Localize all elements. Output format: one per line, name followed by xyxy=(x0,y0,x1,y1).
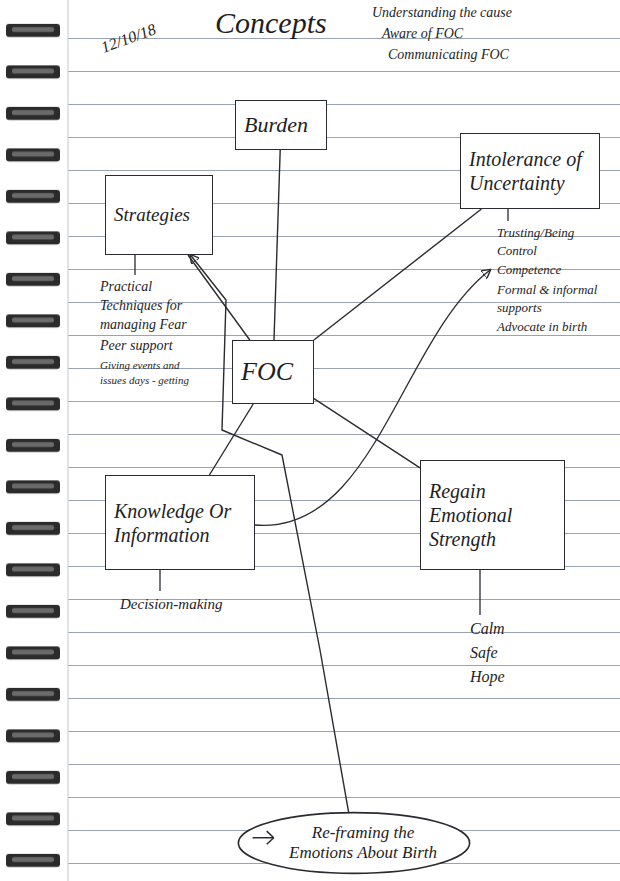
note-text: Peer support xyxy=(100,337,200,356)
node-text: Burden xyxy=(244,112,318,138)
leader-line xyxy=(134,255,135,275)
node-text: Knowledge Or Information xyxy=(114,499,246,547)
note-text: Trusting/Being Control xyxy=(497,224,613,259)
node-text: Strategies xyxy=(114,204,204,227)
spiral-binding xyxy=(0,0,66,881)
oval-node: Re-framing the Emotions About Birth xyxy=(236,810,472,876)
note-text: Formal & informal supports xyxy=(497,281,613,316)
arrow-symbol xyxy=(267,831,274,838)
node-text: FOC xyxy=(241,356,305,387)
note-text: Giving events and issues days - getting xyxy=(100,358,205,388)
concept-box: Regain Emotional Strength xyxy=(420,460,565,570)
note-text: Understanding the cause xyxy=(372,4,612,23)
connector xyxy=(188,255,250,340)
concept-box: Strategies xyxy=(105,175,213,255)
concept-box: Burden xyxy=(235,100,327,150)
note-text: Decision-making xyxy=(120,594,250,614)
arrow-symbol xyxy=(267,838,274,845)
note-text: Aware of FOC xyxy=(382,25,612,44)
margin-line xyxy=(68,0,69,881)
leader-line xyxy=(507,209,508,221)
note-text: Competence xyxy=(497,261,613,279)
ruled-lines xyxy=(68,38,620,881)
note-text: Calm xyxy=(470,618,560,640)
note-text: Practical Techniques for managing Fear xyxy=(100,278,200,335)
node-text: Regain Emotional Strength xyxy=(429,479,556,551)
oval-shape xyxy=(238,813,469,874)
note-text: Advocate in birth xyxy=(497,318,613,336)
concept-box: Intolerance of Uncertainty xyxy=(460,133,600,209)
arrow-symbol xyxy=(253,837,274,839)
connector xyxy=(274,150,280,340)
node-text: Re-framing the Emotions About Birth xyxy=(280,823,446,864)
note-text: Communicating FOC xyxy=(388,46,614,65)
connector xyxy=(209,404,253,475)
node-text: Intolerance of Uncertainty xyxy=(469,147,591,195)
concept-box: Knowledge Or Information xyxy=(105,475,255,570)
note-text: Hope xyxy=(470,666,560,688)
date-note: 12/10/18 xyxy=(98,7,190,58)
diagram-title: Concepts xyxy=(215,6,327,40)
leader-line xyxy=(479,570,480,615)
connector xyxy=(314,209,482,340)
concept-box: FOC xyxy=(232,340,314,404)
connector xyxy=(314,399,420,468)
note-text: Safe xyxy=(470,642,560,664)
leader-line xyxy=(159,570,160,591)
